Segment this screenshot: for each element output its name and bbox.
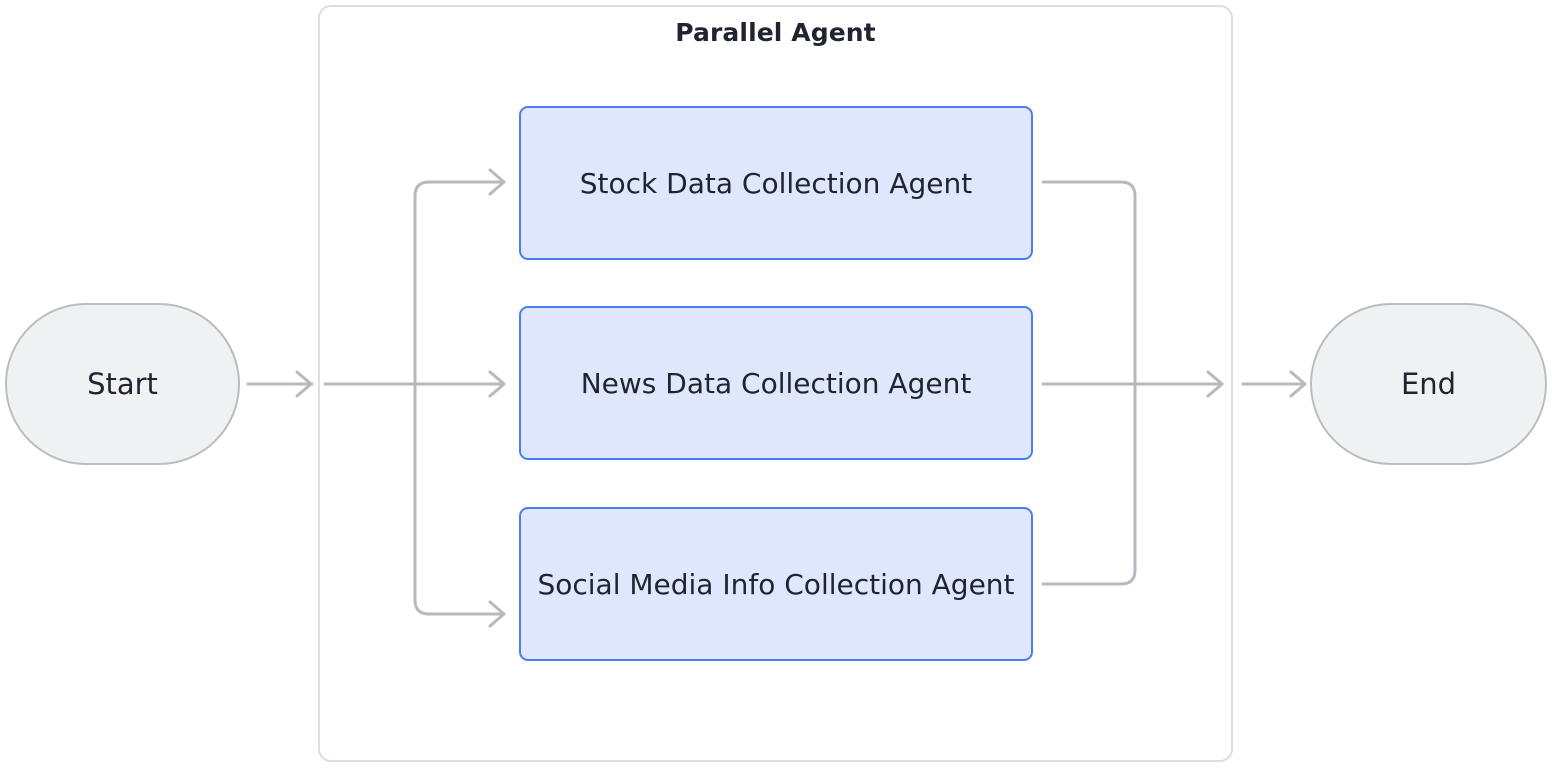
agent-node-label: News Data Collection Agent <box>580 366 972 400</box>
start-node[interactable]: Start <box>5 303 240 465</box>
parallel-agent-title: Parallel Agent <box>675 18 876 47</box>
agent-node-social-media-info-collection[interactable]: Social Media Info Collection Agent <box>519 507 1033 661</box>
agent-node-stock-data-collection[interactable]: Stock Data Collection Agent <box>519 106 1033 260</box>
parallel-agent-container <box>318 5 1233 762</box>
end-node-label: End <box>1400 367 1457 401</box>
arrowhead-container-to-end <box>1289 370 1307 398</box>
arrowhead-start-to-container <box>295 370 313 398</box>
agent-node-label: Social Media Info Collection Agent <box>537 567 1015 601</box>
end-node[interactable]: End <box>1310 303 1547 465</box>
agent-node-news-data-collection[interactable]: News Data Collection Agent <box>519 306 1033 460</box>
start-node-label: Start <box>87 367 158 401</box>
agent-node-label: Stock Data Collection Agent <box>579 166 973 200</box>
